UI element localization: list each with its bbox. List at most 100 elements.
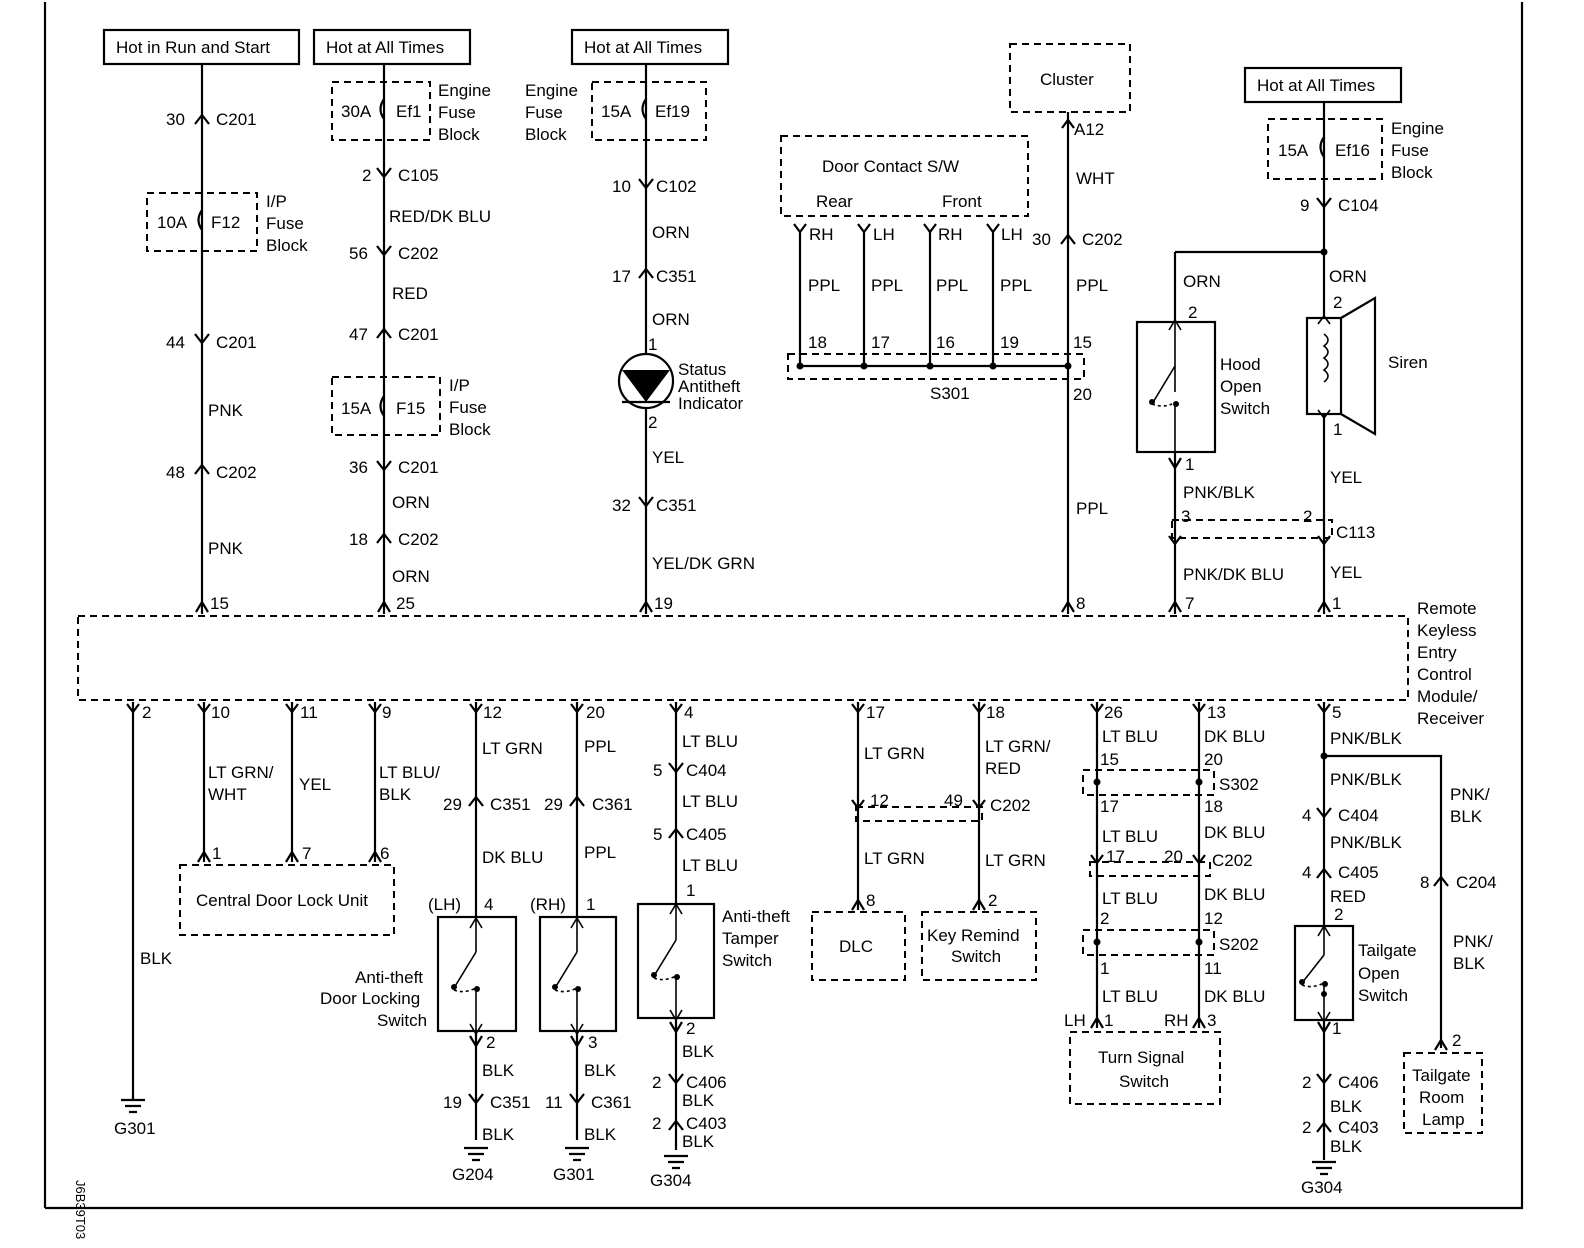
power-label-run-start: Hot in Run and Start [116, 38, 270, 57]
svg-text:Turn Signal: Turn Signal [1098, 1048, 1184, 1067]
svg-text:1: 1 [212, 844, 221, 863]
svg-text:C202: C202 [398, 244, 439, 263]
door-locking-switch-rh [538, 915, 618, 1033]
svg-text:C351: C351 [490, 1093, 531, 1112]
diagram-id: J6B39T03 [73, 1180, 88, 1239]
svg-text:56: 56 [349, 244, 368, 263]
svg-text:11: 11 [300, 703, 318, 722]
dlc-box [811, 911, 906, 981]
svg-text:36: 36 [349, 458, 368, 477]
svg-text:S301: S301 [930, 384, 970, 403]
svg-text:Ef1: Ef1 [396, 102, 422, 121]
svg-text:WHT: WHT [1076, 169, 1115, 188]
svg-text:BLK: BLK [1450, 807, 1483, 826]
svg-text:Tailgate: Tailgate [1412, 1066, 1471, 1085]
hood-open-switch-box [1135, 320, 1217, 454]
svg-text:BLK: BLK [1330, 1097, 1363, 1116]
svg-text:BLK: BLK [379, 785, 412, 804]
svg-text:Central Door Lock Unit: Central Door Lock Unit [196, 891, 368, 910]
svg-text:15: 15 [210, 594, 229, 613]
svg-text:RED: RED [392, 284, 428, 303]
svg-text:C351: C351 [656, 496, 697, 515]
door-locking-switch-lh [436, 915, 518, 1033]
svg-text:16: 16 [936, 333, 955, 352]
svg-text:LT GRN: LT GRN [482, 739, 543, 758]
svg-text:17: 17 [871, 333, 890, 352]
svg-text:8: 8 [1420, 873, 1429, 892]
power-label-at-all-times-3: Hot at All Times [1257, 76, 1375, 95]
svg-text:PPL: PPL [1000, 276, 1032, 295]
svg-text:BLK: BLK [682, 1091, 715, 1110]
svg-text:Engine: Engine [525, 81, 578, 100]
svg-text:ORN: ORN [392, 567, 430, 586]
svg-text:RED: RED [1330, 887, 1366, 906]
svg-text:RH: RH [1164, 1011, 1189, 1030]
svg-text:1: 1 [1333, 420, 1342, 439]
svg-text:C202: C202 [1212, 851, 1253, 870]
svg-text:C406: C406 [1338, 1073, 1379, 1092]
svg-text:LT BLU: LT BLU [1102, 889, 1158, 908]
svg-text:G301: G301 [114, 1119, 156, 1138]
svg-text:3: 3 [588, 1033, 597, 1052]
svg-text:PPL: PPL [808, 276, 840, 295]
svg-text:RED: RED [985, 759, 1021, 778]
svg-text:Control: Control [1417, 665, 1472, 684]
svg-text:PNK: PNK [208, 539, 244, 558]
svg-text:F12: F12 [211, 213, 240, 232]
svg-text:Switch: Switch [722, 951, 772, 970]
svg-text:PNK/BLK: PNK/BLK [1330, 729, 1402, 748]
svg-text:RED/DK BLU: RED/DK BLU [389, 207, 491, 226]
svg-text:1: 1 [586, 895, 595, 914]
svg-text:G204: G204 [452, 1165, 494, 1184]
svg-text:DK BLU: DK BLU [1204, 885, 1265, 904]
svg-text:LT BLU/: LT BLU/ [379, 763, 440, 782]
svg-text:LT GRN/: LT GRN/ [985, 737, 1051, 756]
door-contact-circuit: Door Contact S/W Rear Front RH LH RH LH … [780, 43, 1131, 614]
svg-text:49: 49 [944, 791, 963, 810]
svg-text:3: 3 [1181, 507, 1190, 526]
svg-text:LT GRN/: LT GRN/ [208, 763, 274, 782]
svg-text:19: 19 [654, 594, 673, 613]
svg-text:1: 1 [1104, 1011, 1113, 1030]
svg-text:A12: A12 [1074, 120, 1104, 139]
svg-text:LT BLU: LT BLU [1102, 987, 1158, 1006]
svg-text:YEL: YEL [1330, 563, 1362, 582]
svg-text:47: 47 [349, 325, 368, 344]
svg-text:2: 2 [1302, 1118, 1311, 1137]
svg-text:(LH): (LH) [428, 895, 461, 914]
svg-text:PPL: PPL [936, 276, 968, 295]
svg-text:1: 1 [1100, 959, 1109, 978]
svg-text:Room: Room [1419, 1088, 1464, 1107]
svg-text:C201: C201 [398, 325, 439, 344]
siren-coil-box [1305, 316, 1343, 416]
svg-text:PNK/BLK: PNK/BLK [1183, 483, 1255, 502]
svg-text:C104: C104 [1338, 196, 1379, 215]
svg-text:BLK: BLK [682, 1132, 715, 1151]
svg-text:15A: 15A [1278, 141, 1309, 160]
svg-text:Hood: Hood [1220, 355, 1261, 374]
svg-text:(RH): (RH) [530, 895, 566, 914]
svg-text:Anti-theft: Anti-theft [355, 968, 423, 987]
svg-text:C361: C361 [592, 795, 633, 814]
svg-text:4: 4 [484, 895, 493, 914]
diagram-frame [43, 2, 1524, 1210]
svg-text:PNK/: PNK/ [1453, 932, 1493, 951]
svg-text:30: 30 [166, 110, 185, 129]
svg-text:LH: LH [1064, 1011, 1086, 1030]
svg-text:10: 10 [211, 703, 230, 722]
svg-text:LT BLU: LT BLU [682, 732, 738, 751]
svg-text:Fuse: Fuse [1391, 141, 1429, 160]
svg-text:C204: C204 [1456, 873, 1497, 892]
svg-text:C202: C202 [1082, 230, 1123, 249]
svg-text:F15: F15 [396, 399, 425, 418]
rke-module-box [77, 615, 1409, 701]
svg-text:2: 2 [486, 1033, 495, 1052]
svg-text:Ef16: Ef16 [1335, 141, 1370, 160]
svg-text:LT GRN: LT GRN [864, 849, 925, 868]
svg-text:RH: RH [809, 225, 834, 244]
svg-text:I/P: I/P [266, 192, 287, 211]
svg-text:PNK/: PNK/ [1450, 785, 1490, 804]
svg-text:17: 17 [1106, 847, 1125, 866]
